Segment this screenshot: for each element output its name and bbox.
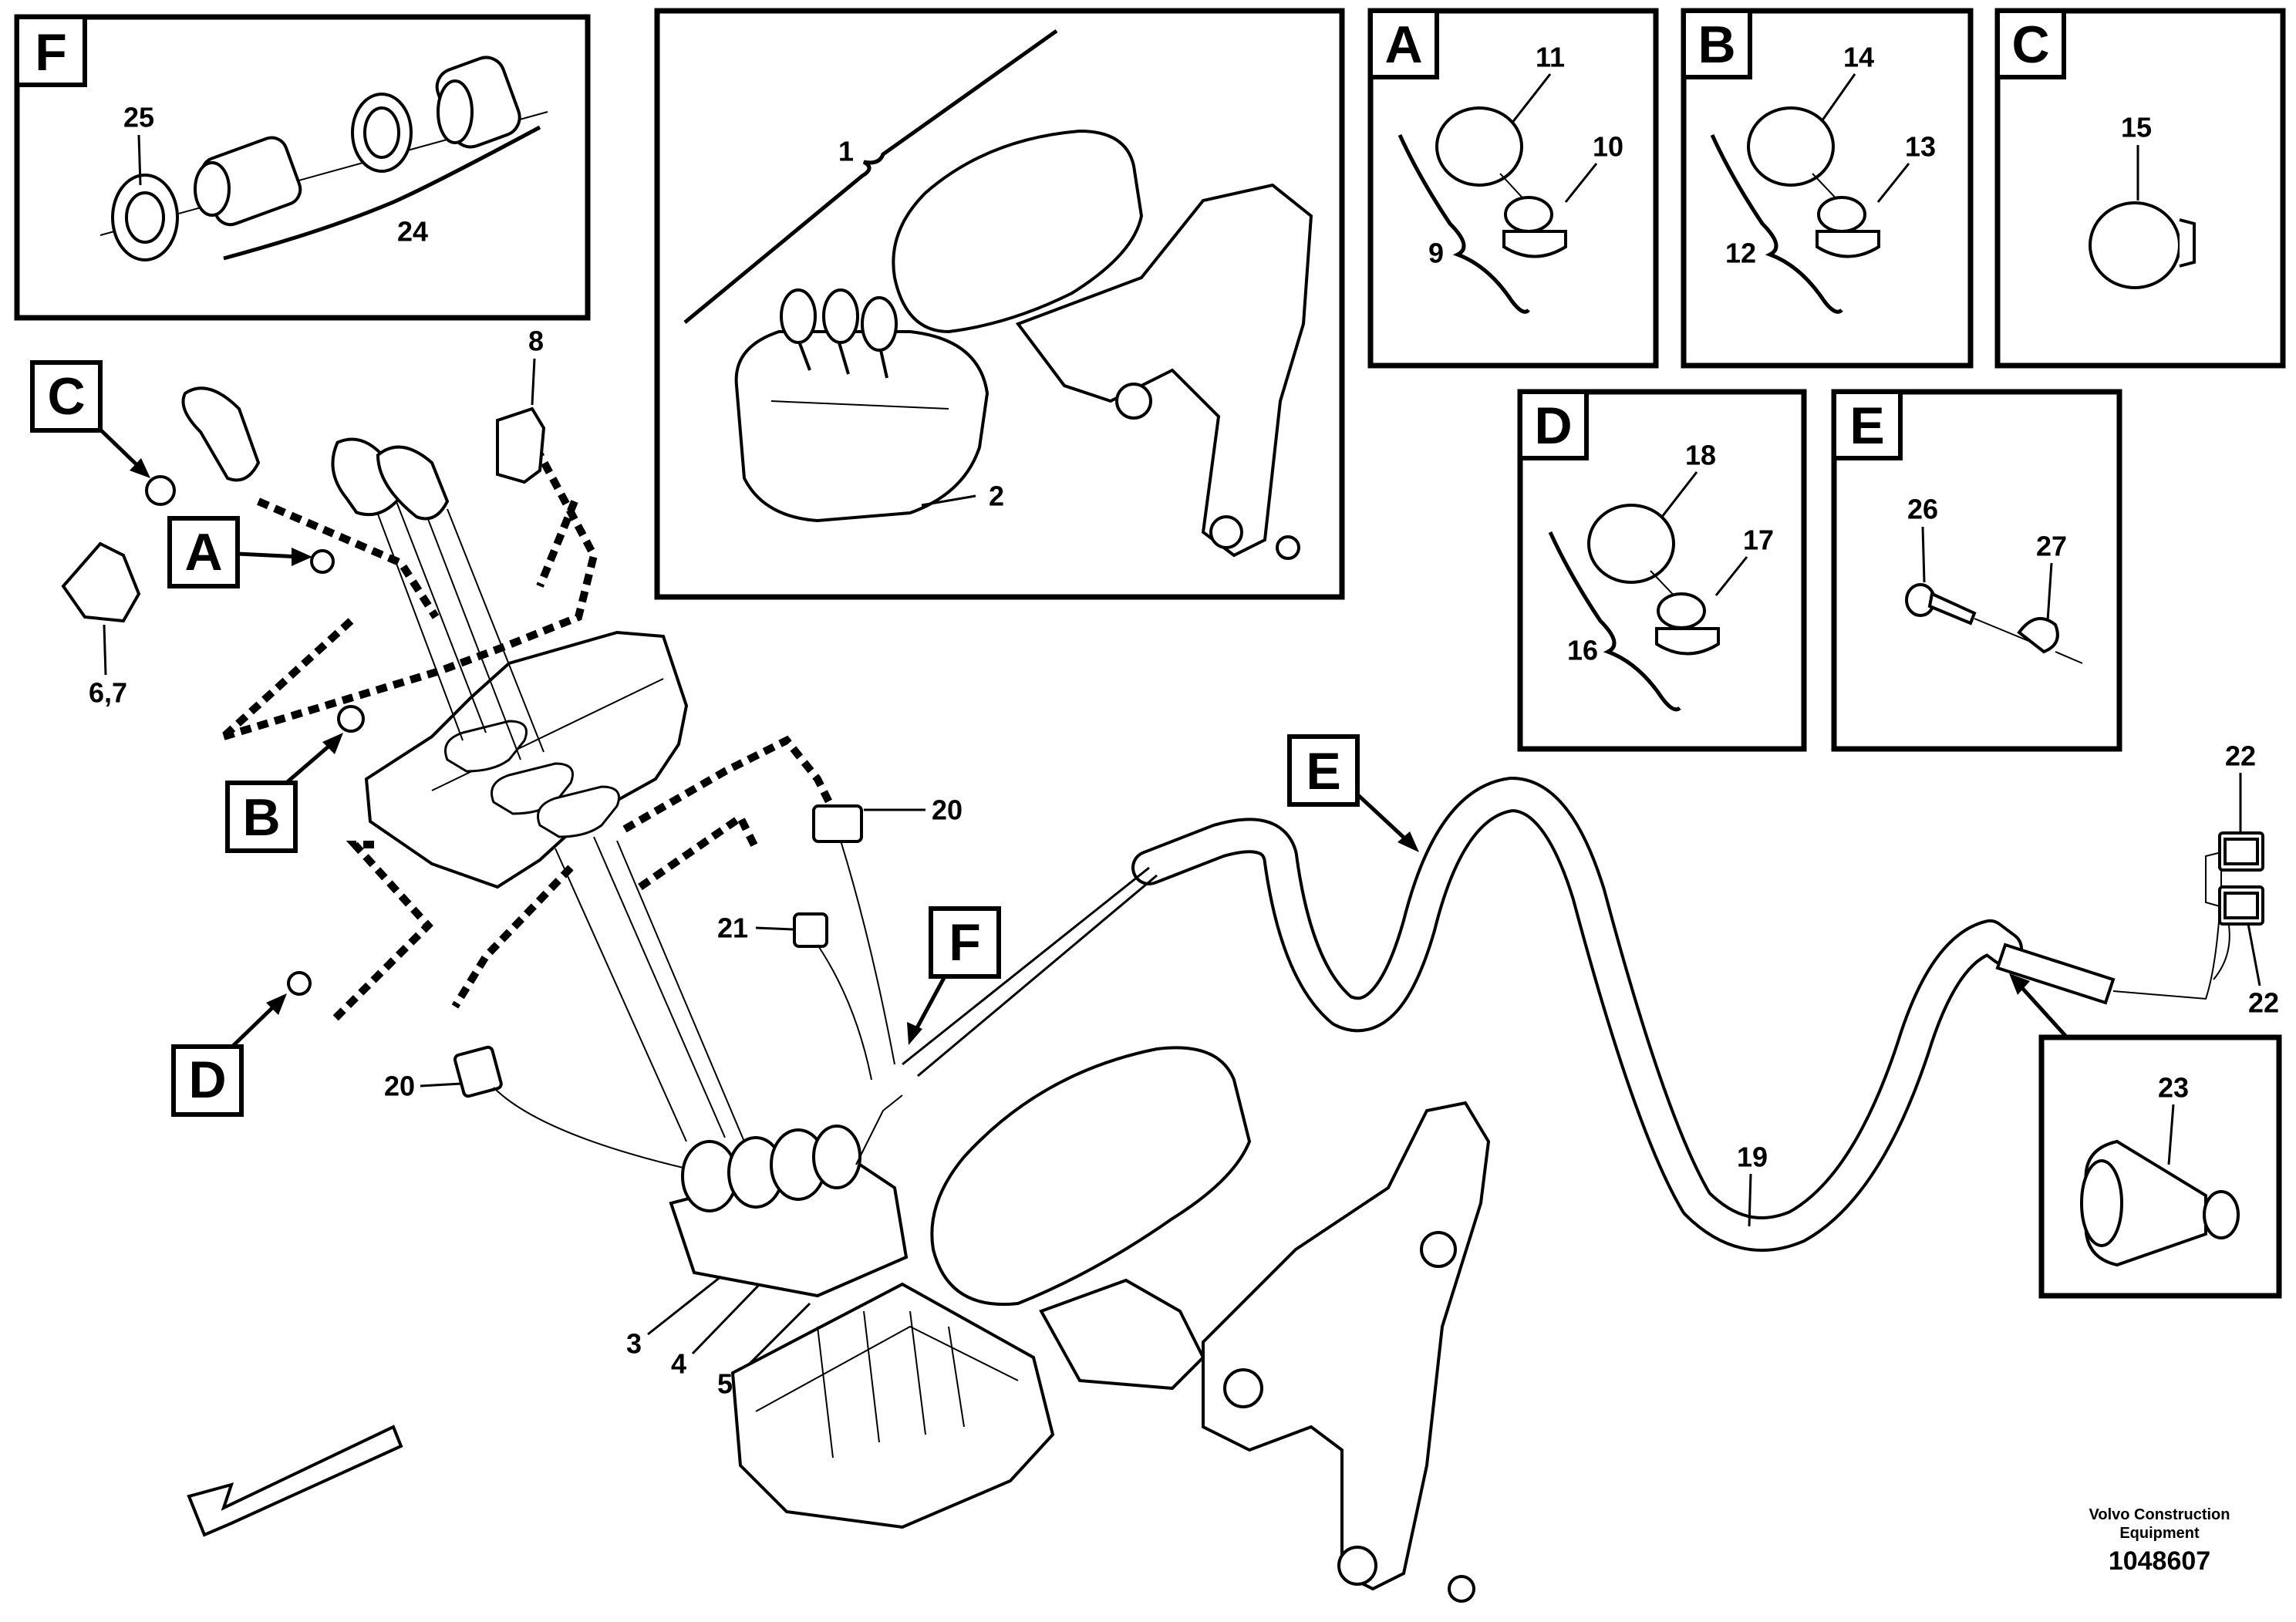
label-22-top: 22 bbox=[2225, 740, 2256, 772]
callout-b: B bbox=[225, 705, 365, 853]
detail-f-letter: F bbox=[35, 23, 67, 82]
detail-a-tag bbox=[1368, 8, 1439, 79]
detail-box-b: B 14 13 12 bbox=[1681, 8, 1974, 369]
detail-b-tag bbox=[1681, 8, 1752, 79]
label-1: 1 bbox=[838, 136, 854, 167]
direction-arrow bbox=[187, 1425, 403, 1537]
callout-b-letter: B bbox=[242, 788, 280, 847]
label-25: 25 bbox=[123, 102, 154, 133]
detail-box-d: D 18 17 16 bbox=[1517, 389, 1807, 752]
detail-c-tag bbox=[1995, 8, 2066, 79]
callout-e-tag bbox=[1287, 734, 1360, 807]
control-panel bbox=[181, 386, 745, 1142]
connectors-22 bbox=[2205, 831, 2264, 926]
label-11: 11 bbox=[1536, 42, 1565, 73]
callout-f-letter: F bbox=[949, 913, 981, 972]
label-21: 21 bbox=[717, 912, 748, 944]
label-24: 24 bbox=[397, 216, 428, 248]
detail-d-letter: D bbox=[1534, 396, 1572, 455]
label-16: 16 bbox=[1567, 635, 1598, 666]
label-17: 17 bbox=[1743, 524, 1774, 556]
detail-d-tag bbox=[1518, 389, 1589, 460]
callout-a: A bbox=[167, 516, 335, 588]
callout-c-tag bbox=[30, 360, 103, 433]
label-19: 19 bbox=[1737, 1141, 1768, 1173]
callout-e: E bbox=[1287, 734, 1419, 852]
callout-d: D bbox=[171, 971, 312, 1117]
footer-company-line1: Volvo Construction bbox=[2089, 1506, 2230, 1523]
label-10: 10 bbox=[1593, 131, 1623, 163]
detail-f-tag bbox=[15, 15, 87, 87]
detail-a-letter: A bbox=[1384, 15, 1422, 74]
label-8: 8 bbox=[528, 325, 544, 357]
detail-c-letter: C bbox=[2011, 15, 2049, 74]
callout-a-tag bbox=[167, 516, 240, 588]
detail-box-a: A 11 10 9 bbox=[1367, 8, 1659, 369]
detail-e-tag bbox=[1832, 389, 1903, 460]
callout-d-letter: D bbox=[188, 1050, 226, 1109]
detail-b-letter: B bbox=[1698, 15, 1735, 74]
callout-a-letter: A bbox=[184, 523, 222, 582]
callout-f: F bbox=[907, 906, 1001, 1045]
dashed-cables bbox=[221, 445, 837, 1021]
fitting-parts bbox=[99, 56, 548, 261]
footer-company-line2: Equipment bbox=[2119, 1525, 2200, 1542]
label-27: 27 bbox=[2036, 531, 2067, 562]
callout-c-letter: C bbox=[47, 367, 85, 426]
label-22-bottom: 22 bbox=[2248, 987, 2279, 1019]
footer-drawing-number: 1048607 bbox=[2109, 1546, 2210, 1576]
label-13: 13 bbox=[1905, 131, 1936, 163]
label-12: 12 bbox=[1725, 238, 1756, 269]
callout-b-tag bbox=[225, 781, 298, 853]
callout-f-tag bbox=[929, 906, 1001, 979]
hose-19 bbox=[902, 777, 2230, 1252]
label-20-right: 20 bbox=[932, 794, 963, 826]
label-6-7: 6,7 bbox=[89, 677, 127, 709]
label-14: 14 bbox=[1843, 42, 1874, 73]
callout-d-tag bbox=[171, 1044, 244, 1117]
callout-e-letter: E bbox=[1306, 742, 1340, 801]
label-15: 15 bbox=[2121, 112, 2152, 143]
joystick-block bbox=[669, 1094, 909, 1298]
label-23: 23 bbox=[2158, 1072, 2189, 1104]
label-9: 9 bbox=[1428, 238, 1444, 269]
label-26: 26 bbox=[1907, 494, 1938, 525]
callout-c: C bbox=[30, 360, 176, 506]
label-18: 18 bbox=[1685, 440, 1716, 471]
label-20-left: 20 bbox=[384, 1071, 415, 1102]
detail-box-c: C 15 bbox=[1994, 8, 2286, 369]
detail-box-23: 23 bbox=[2009, 973, 2282, 1299]
label-2: 2 bbox=[989, 481, 1004, 512]
detail-box-f: F 25 24 bbox=[14, 14, 591, 321]
detail-e-letter: E bbox=[1849, 396, 1884, 455]
label-3: 3 bbox=[626, 1328, 642, 1360]
label-4: 4 bbox=[671, 1348, 686, 1380]
label-5: 5 bbox=[717, 1368, 733, 1400]
detail-box-e: E 26 27 bbox=[1831, 389, 2122, 752]
detail-box-armrest-assembly: 1 2 bbox=[654, 8, 1345, 600]
